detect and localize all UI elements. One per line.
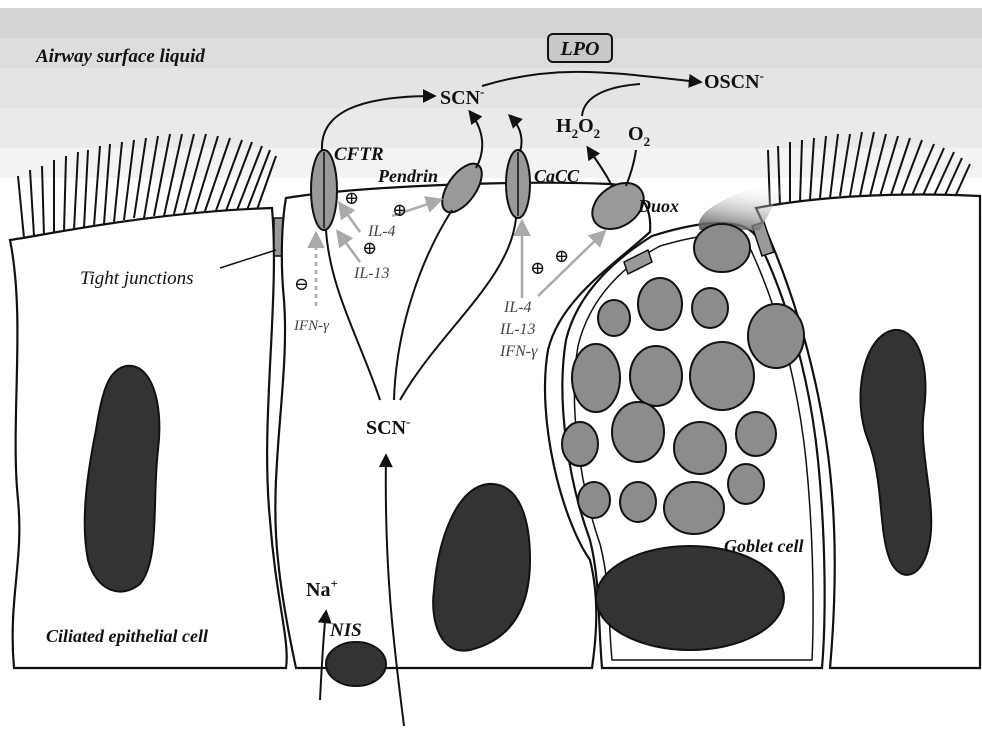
granule	[612, 402, 664, 462]
pendrin-label: Pendrin	[377, 166, 438, 186]
ciliated-cell-label: Ciliated epithelial cell	[46, 626, 208, 646]
scn-apical-label: SCN-	[440, 84, 484, 109]
granule	[630, 346, 682, 406]
il13-label-goblet: IL-13	[499, 321, 536, 338]
granule	[690, 342, 754, 410]
granule	[692, 288, 728, 328]
granule	[572, 344, 620, 412]
granule	[562, 422, 598, 466]
granule	[598, 300, 630, 336]
plus-cftr-2: ⊕	[362, 238, 377, 258]
plus-duox: ⊕	[554, 246, 569, 266]
granule	[736, 412, 776, 456]
scn-cytosol-label: SCN-	[366, 414, 410, 439]
lpo-label: LPO	[560, 38, 600, 60]
cftr-label: CFTR	[334, 144, 384, 165]
granule	[638, 278, 682, 330]
granule	[578, 482, 610, 518]
plus-cftr-1: ⊕	[344, 188, 359, 208]
plus-pendrin: ⊕	[392, 200, 407, 220]
granule	[664, 482, 724, 534]
granule	[748, 304, 804, 368]
minus-cftr: ⊖	[294, 274, 309, 294]
il13-label-cftr: IL-13	[353, 265, 390, 282]
nucleus-goblet	[596, 546, 784, 650]
nis-channel	[326, 642, 386, 686]
plus-cacc: ⊕	[530, 258, 545, 278]
granule	[620, 482, 656, 522]
tight-junctions-label: Tight junctions	[80, 268, 194, 289]
granule	[694, 224, 750, 272]
oscn-label: OSCN-	[704, 68, 764, 93]
granule	[674, 422, 726, 474]
il4-label-goblet: IL-4	[503, 299, 532, 316]
ifn-label-goblet: IFN-γ	[499, 343, 538, 360]
goblet-cell-label: Goblet cell	[724, 536, 803, 556]
ifn-label-cftr: IFN-γ	[293, 318, 330, 334]
nis-label: NIS	[329, 620, 362, 641]
cacc-label: CaCC	[534, 166, 580, 186]
granule	[728, 464, 764, 504]
duox-label: Duox	[637, 196, 679, 216]
airway-surface-liquid-label: Airway surface liquid	[35, 46, 205, 67]
